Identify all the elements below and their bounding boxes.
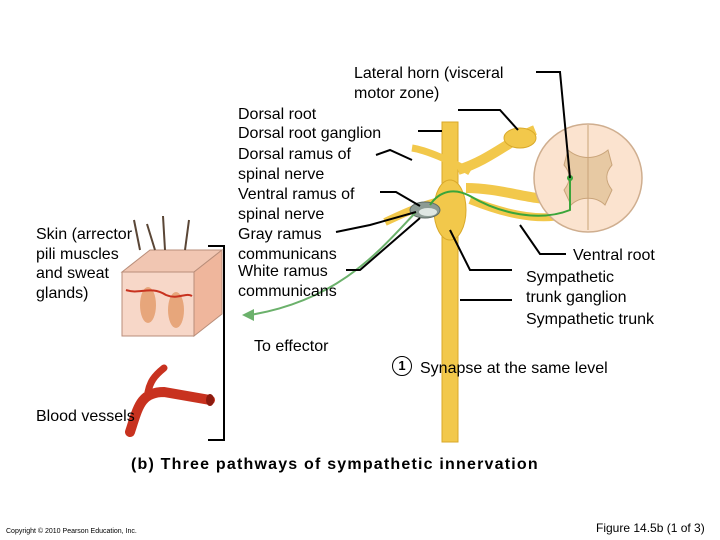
copyright-notice: Copyright © 2010 Pearson Education, Inc. [6,528,137,535]
synapse-number-badge: 1 [392,356,412,376]
dorsal-ramus [411,144,472,176]
postganglionic-pathway [249,211,417,316]
gray-ramus-label: Gray ramus communicans [238,226,337,263]
white-ramus-communicans [419,208,437,216]
dorsal-root-ganglion-label: Dorsal root ganglion [238,125,382,142]
sympathetic-trunk-ganglion-label: Sympathetic trunk ganglion [526,269,627,306]
blood-vessel-illustration [125,364,215,437]
synapse-label: Synapse at the same level [420,360,608,377]
figure-reference: Figure 14.5b (1 of 3) [596,521,705,535]
preganglionic-pathway [429,178,571,217]
dorsal-ramus-label: Dorsal ramus of spinal nerve [238,146,351,183]
figure-caption: (b) Three pathways of sympathetic innerv… [131,456,539,473]
skin-illustration [120,215,224,338]
dorsal-root-label: Dorsal root [238,106,317,123]
dorsal-root [456,125,537,175]
blood-vessels-label: Blood vessels [36,408,135,425]
spinal-cord [533,123,643,233]
white-ramus-label: White ramus communicans [238,263,337,300]
leader-lines [208,71,571,441]
ventral-ramus-label: Ventral ramus of spinal nerve [238,186,355,223]
skin-label: Skin (arrector pili muscles and sweat gl… [36,226,133,302]
lateral-horn-label: Lateral horn (visceral motor zone) [354,65,504,102]
sympathetic-trunk-label: Sympathetic trunk [526,311,655,328]
ventral-root-label: Ventral root [573,247,655,264]
to-effector-label: To effector [254,338,329,355]
to-effector-arrowhead [242,309,254,321]
sympathetic-trunk [433,121,467,443]
